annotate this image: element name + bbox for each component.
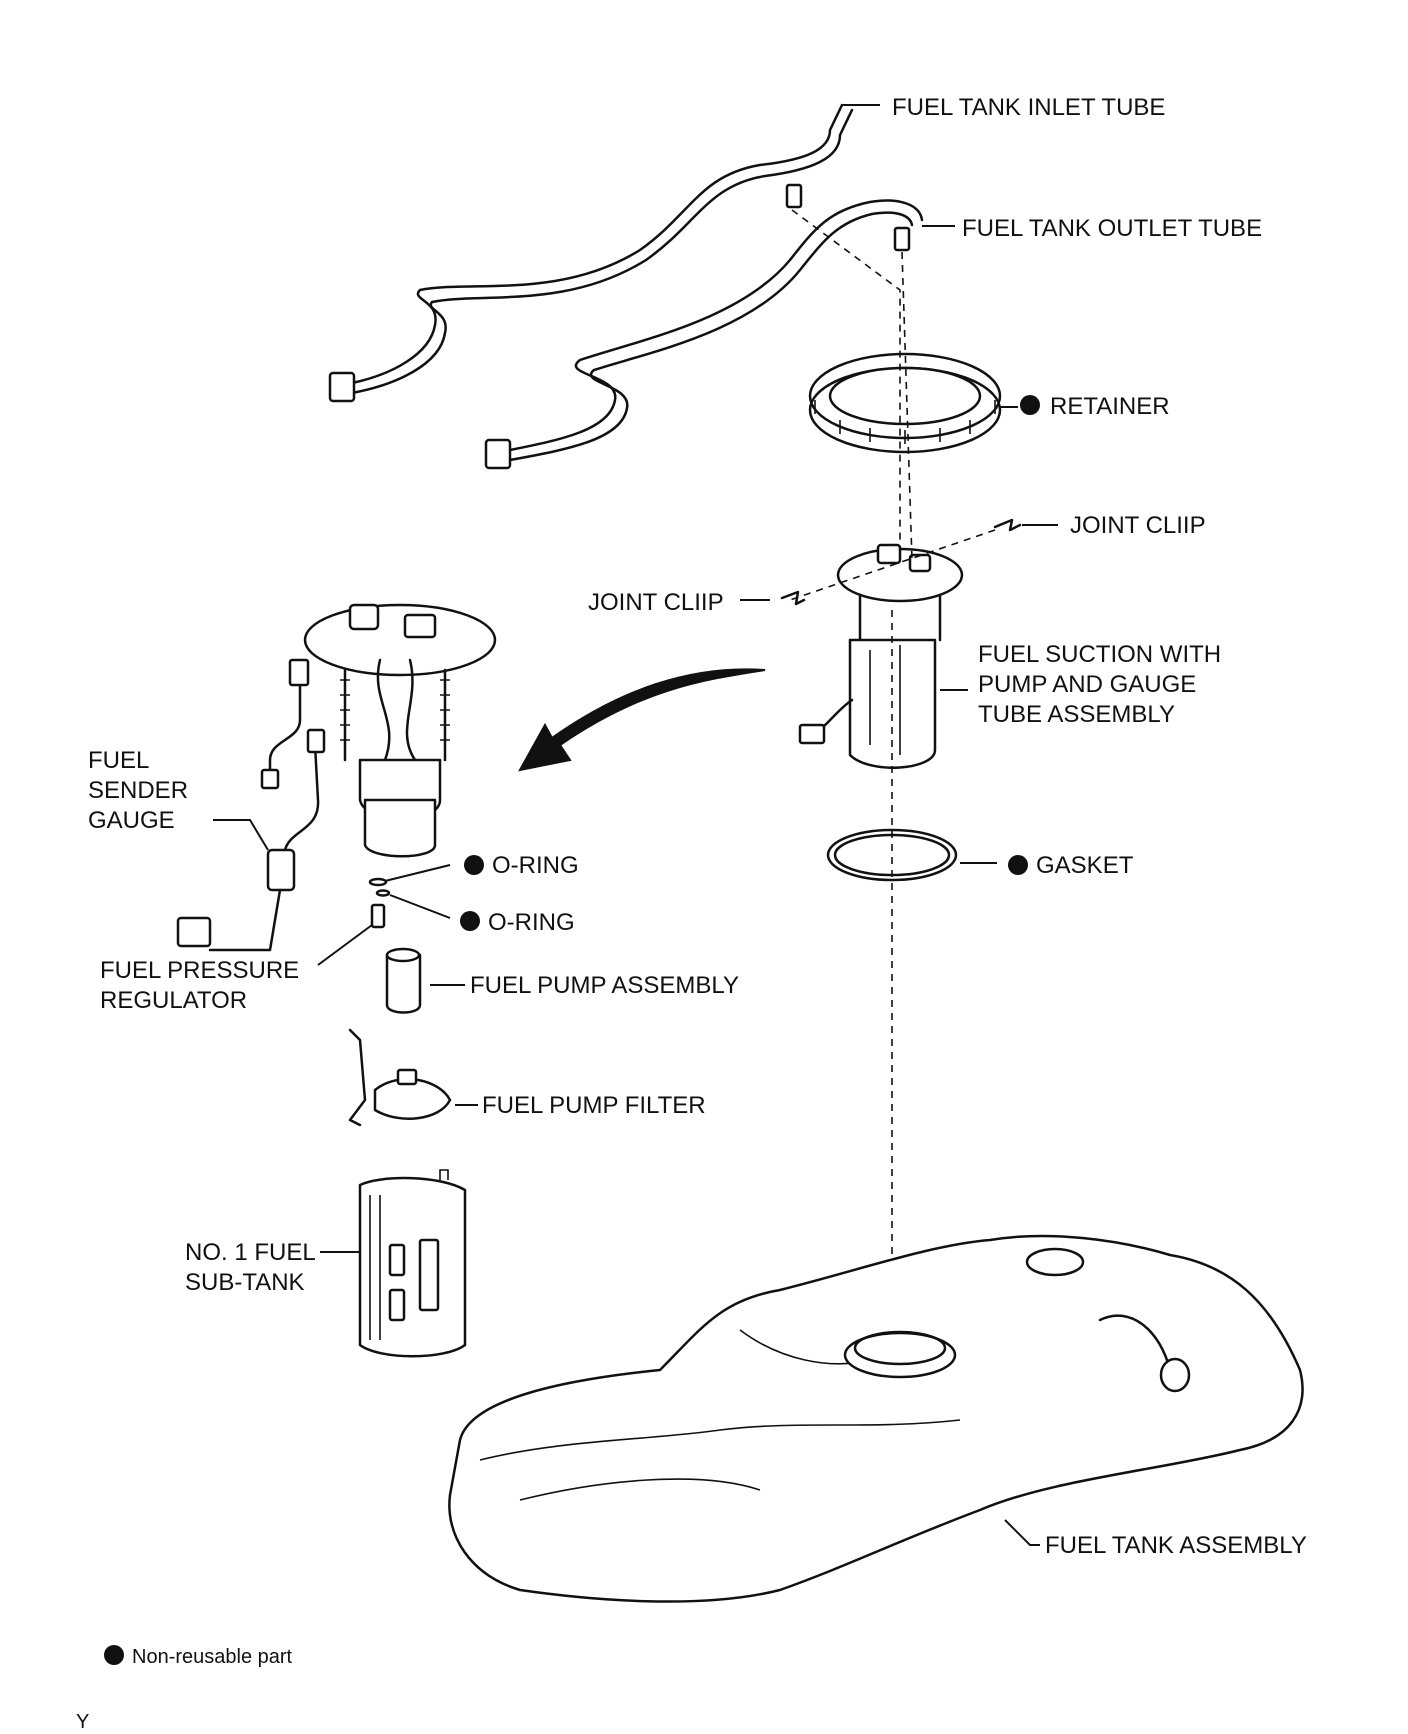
label-sender-line2: SENDER [88,777,188,804]
label-oring-lower: O-RING [488,909,575,936]
detail-arrow [518,668,766,772]
label-suction-line1: FUEL SUCTION WITH [978,641,1221,668]
retainer-ring [808,352,1002,454]
label-fuel-tank-assembly: FUEL TANK ASSEMBLY [1045,1532,1307,1559]
pump-module-exploded [176,603,497,952]
o-ring-lower-part [375,889,391,897]
label-fuel-tank-inlet-tube: FUEL TANK INLET TUBE [892,94,1165,121]
fuel-sub-tank-part [358,1169,467,1358]
label-fuel-tank-outlet-tube: FUEL TANK OUTLET TUBE [962,215,1262,242]
label-subtank-line2: SUB-TANK [185,1269,305,1296]
label-sender-line3: GAUGE [88,807,175,834]
inlet-connector [328,371,356,403]
alignment-lines [789,209,996,1300]
label-regulator-line2: REGULATOR [100,987,247,1014]
label-joint-clip-left: JOINT CLIIP [588,589,724,616]
label-oring-upper: O-RING [492,852,579,879]
label-joint-clip-right: JOINT CLIIP [1070,512,1206,539]
joint-clip-left [780,590,806,606]
o-ring-upper-part [368,877,388,887]
label-suction-line2: PUMP AND GAUGE [978,671,1196,698]
retainer-nonreusable-dot [1020,395,1040,415]
fuel-suction-assembly [798,543,964,769]
fuel-pump-filter-part [348,1028,452,1127]
label-sender-line1: FUEL [88,747,149,774]
figure-code: Y [76,1711,89,1733]
label-retainer: RETAINER [1050,393,1170,420]
legend: Non-reusable part [104,1645,293,1668]
label-subtank-line1: NO. 1 FUEL [185,1239,316,1266]
label-gasket: GASKET [1036,852,1134,879]
gasket-nonreusable-dot [1008,855,1028,875]
inlet-nipple [785,183,803,209]
fuel-tank-inlet-tube [328,103,854,403]
oring-lower-nonreusable-dot [460,911,480,931]
fuel-pump-assembly-part [385,947,422,1014]
joint-clip-right [993,518,1022,532]
fuel-tank-outlet-tube [484,199,924,470]
outlet-nipple [893,226,911,252]
label-fuel-pump-assembly: FUEL PUMP ASSEMBLY [470,972,739,999]
outlet-connector [484,438,512,470]
label-suction-line3: TUBE ASSEMBLY [978,701,1175,728]
leader-lines [213,104,1058,1546]
legend-dot [104,1645,124,1665]
oring-upper-nonreusable-dot [464,855,484,875]
label-regulator-line1: FUEL PRESSURE [100,957,299,984]
fuel-tank-part [448,1234,1304,1603]
non-reusable-markers [460,395,1040,931]
legend-text: Non-reusable part [132,1646,293,1668]
label-fuel-pump-filter: FUEL PUMP FILTER [482,1092,706,1119]
fuel-pressure-regulator-part [370,903,386,929]
